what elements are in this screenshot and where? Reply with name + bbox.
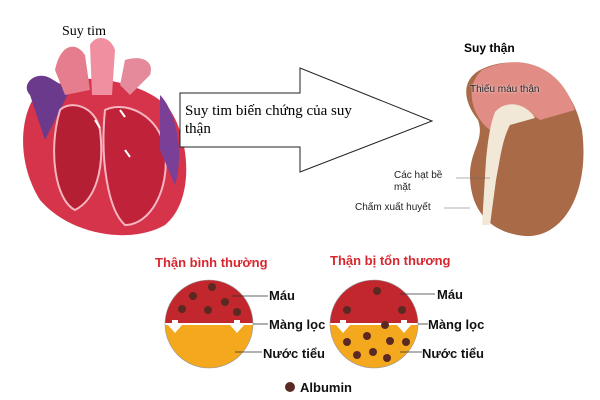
normal-label-blood: Máu bbox=[269, 288, 295, 303]
normal-label-urine: Nước tiểu bbox=[263, 346, 325, 361]
damaged-label-membrane: Màng lọc bbox=[428, 317, 485, 332]
heart-illustration bbox=[23, 38, 187, 236]
kidney-label-hemorrhage: Chấm xuất huyết bbox=[355, 202, 431, 213]
normal-kidney-diagram bbox=[164, 279, 268, 369]
damaged-kidney-title: Thận bị tổn thương bbox=[330, 253, 451, 268]
damaged-label-blood: Máu bbox=[437, 287, 463, 302]
arrow-shape bbox=[179, 67, 434, 173]
normal-label-membrane: Màng lọc bbox=[269, 317, 326, 332]
damaged-label-urine: Nước tiểu bbox=[422, 346, 484, 361]
arrow-text: Suy tim biến chứng của suy thận bbox=[185, 103, 352, 137]
kidney-illustration bbox=[444, 62, 584, 237]
kidney-title: Suy thận bbox=[464, 41, 515, 55]
normal-kidney-title: Thận bình thường bbox=[155, 255, 268, 270]
heart-title: Suy tim bbox=[62, 24, 106, 39]
albumin-legend-dot bbox=[285, 382, 295, 392]
damaged-kidney-diagram bbox=[329, 279, 435, 369]
kidney-label-ischemia: Thiếu máu thận bbox=[470, 84, 540, 95]
kidney-label-surface-granules: Các hạt bề mặt bbox=[394, 170, 443, 193]
albumin-legend-label: Albumin bbox=[300, 380, 352, 395]
